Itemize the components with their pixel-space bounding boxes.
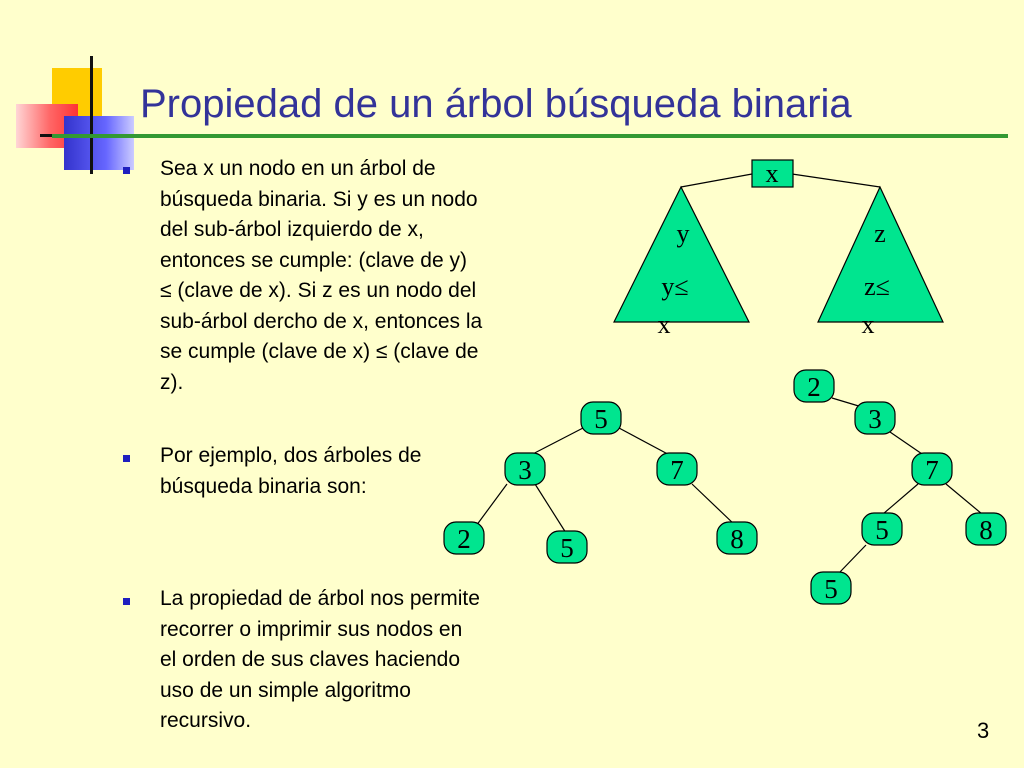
title-rule: [52, 134, 1008, 138]
left-condition-var: x: [658, 310, 671, 339]
logo-vertical-line: [90, 56, 93, 174]
tree2-edges: [831, 397, 983, 574]
bullet-marker: [123, 455, 130, 462]
bullet-line: entonces se cumple: (clave de y): [160, 248, 467, 272]
node-label: 8: [730, 524, 744, 554]
left-subtree-triangle: [613, 185, 750, 323]
bullet-line: ≤ (clave de x). Si z es un nodo del: [160, 279, 477, 302]
edge: [882, 483, 919, 515]
node-label: 2: [457, 524, 471, 554]
node-label: 3: [518, 455, 532, 485]
tree2-node-5: [965, 512, 1007, 546]
page-number: 3: [977, 718, 990, 743]
tree2-node-1: [793, 369, 835, 403]
bullet-line: se cumple (clave de x) ≤ (clave de: [160, 340, 479, 363]
bullet-line: uso de un simple algoritmo: [160, 678, 411, 702]
node-label: 5: [875, 515, 889, 545]
bullet-line: el orden de sus claves haciendo: [160, 648, 461, 671]
edge: [945, 483, 983, 515]
tree1-node-right: [656, 452, 698, 486]
node-label: x: [766, 159, 779, 188]
left-subtree-label: y: [677, 219, 690, 248]
bullet-marker: [123, 167, 130, 174]
edge: [889, 431, 926, 457]
bullet-recursion: La propiedad de árbol nos permite recorr…: [160, 584, 480, 737]
bullet-line: La propiedad de árbol nos permite: [160, 587, 480, 610]
bullet-line: búsqueda binaria son:: [160, 474, 367, 498]
edge: [831, 397, 863, 408]
edge: [475, 483, 508, 527]
tree2-node-2: [854, 401, 896, 435]
bullet-example: Por ejemplo, dos árboles de búsqueda bin…: [160, 441, 422, 502]
slide-title: Propiedad de un árbol búsqueda binaria: [140, 82, 852, 126]
bullet-line: recorrer o imprimir sus nodos en: [160, 617, 463, 641]
node-x: [751, 159, 794, 188]
edge: [838, 544, 867, 574]
tree1-node-left-left: [443, 521, 485, 555]
edge: [680, 173, 753, 188]
generic-tree: [613, 159, 944, 323]
left-condition: y≤: [661, 272, 688, 301]
bullet-marker: [123, 598, 130, 605]
edge: [691, 483, 737, 527]
tree2-node-3: [911, 452, 953, 486]
node-label: 2: [807, 372, 821, 402]
tree2-node-6: [810, 571, 852, 605]
node-label: 8: [979, 515, 993, 545]
node-label: 5: [824, 574, 838, 604]
bullet-line: Sea x un nodo en un árbol de: [160, 157, 436, 180]
node-label: 7: [670, 455, 684, 485]
right-subtree-label: z: [874, 219, 886, 248]
node-label: 7: [925, 455, 939, 485]
bullet-definition: Sea x un nodo en un árbol de búsqueda bi…: [160, 154, 482, 398]
bullet-line: recursivo.: [160, 709, 252, 732]
bullet-line: z).: [160, 370, 184, 394]
right-subtree-triangle: [817, 185, 944, 323]
bullet-line: del sub-árbol izquierdo de x,: [160, 218, 424, 241]
node-label: 5: [560, 533, 574, 563]
right-condition: z≤: [864, 272, 890, 301]
tree1-node-left-right: [546, 530, 588, 564]
edge: [791, 173, 881, 188]
bullet-line: sub-árbol dercho de x, entonces la: [160, 309, 483, 333]
right-condition-var: x: [862, 310, 875, 339]
node-label: 3: [868, 404, 882, 434]
tree1-node-right-right: [716, 521, 758, 555]
tree1-node-left: [504, 452, 546, 486]
node-label: 5: [594, 404, 608, 434]
tree2-node-4: [861, 512, 903, 546]
tree1-node-root: [580, 401, 622, 435]
bullet-line: Por ejemplo, dos árboles de: [160, 444, 422, 467]
edge: [534, 483, 567, 534]
bullet-line: búsqueda binaria. Si y es un nodo: [160, 187, 478, 211]
logo-blue-square: [64, 116, 134, 170]
